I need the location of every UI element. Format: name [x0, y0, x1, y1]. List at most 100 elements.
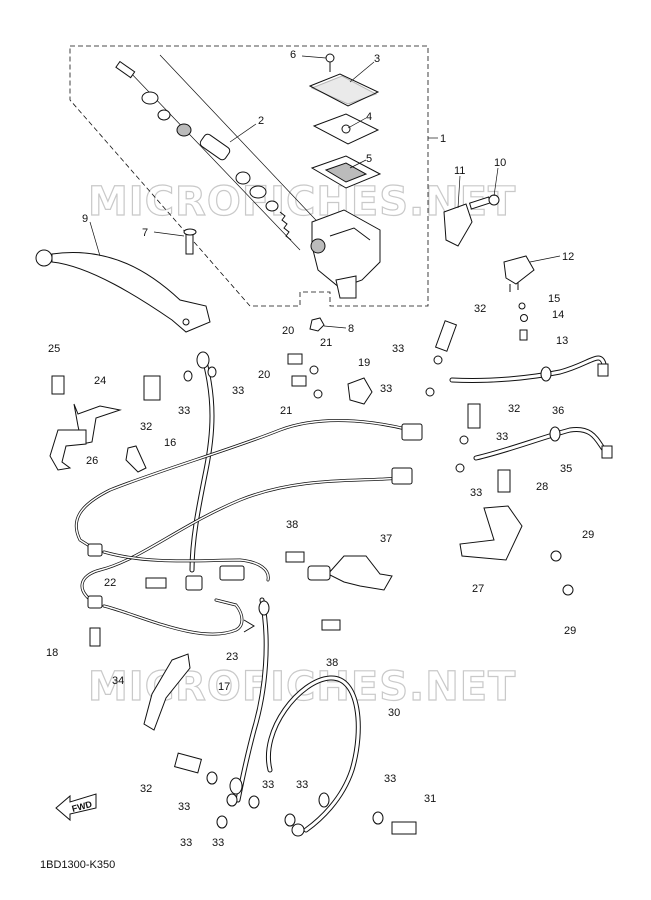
brake-hose-17[interactable] [229, 597, 270, 803]
brake-hose-16[interactable] [189, 351, 215, 573]
brake-hose-30[interactable] [266, 675, 361, 837]
callout-c35: 35 [560, 463, 572, 475]
reservoir-cap[interactable] [308, 73, 380, 107]
callout-c11: 11 [454, 165, 465, 177]
watermark-top: MICROFICHES.NET [88, 179, 516, 225]
callout-c14: 14 [552, 309, 564, 321]
callout-c29b: 29 [564, 625, 576, 637]
callout-c34: 34 [112, 675, 124, 687]
switch-nut[interactable] [520, 314, 528, 322]
stay-25[interactable] [49, 429, 87, 471]
bolt-29-lower[interactable] [562, 584, 574, 596]
callout-c30: 30 [388, 707, 400, 719]
union-bolt-32-d[interactable] [173, 752, 203, 774]
callout-c37: 37 [380, 533, 392, 545]
callout-c33f: 33 [232, 385, 244, 397]
callout-c26: 26 [86, 455, 98, 467]
brake-hose-36[interactable] [449, 355, 609, 384]
callout-c31: 31 [424, 793, 436, 805]
clip-23[interactable] [243, 619, 255, 633]
callout-c13: 13 [556, 335, 568, 347]
copper-washers[interactable] [183, 355, 469, 829]
callout-c8: 8 [348, 323, 354, 335]
bolt-38-upper[interactable] [285, 551, 305, 563]
union-bolt-32-a[interactable] [434, 320, 458, 352]
callout-c9: 9 [82, 213, 88, 225]
callout-c38b: 38 [326, 657, 338, 669]
washer-21-lower[interactable] [313, 389, 323, 399]
callout-c12: 12 [562, 251, 574, 263]
bolt-29-upper[interactable] [550, 550, 562, 562]
callout-c2: 2 [258, 115, 264, 127]
callout-c32b: 32 [140, 421, 152, 433]
callout-c33i: 33 [262, 779, 274, 791]
callout-c21b: 21 [280, 405, 292, 417]
callout-c3: 3 [374, 53, 380, 65]
diaphragm-plate[interactable] [312, 113, 380, 145]
bolt-28[interactable] [497, 469, 511, 493]
diaphragm[interactable] [310, 155, 382, 189]
callout-c28: 28 [536, 481, 548, 493]
bolt-18[interactable] [89, 627, 101, 647]
callout-c33b: 33 [380, 383, 392, 395]
brake-lever[interactable] [35, 249, 211, 333]
bolt-38-lower[interactable] [321, 619, 341, 631]
callout-c32a: 32 [474, 303, 486, 315]
callout-c32d: 32 [140, 783, 152, 795]
lever-pivot-nut[interactable] [309, 317, 325, 332]
callout-c23: 23 [226, 651, 238, 663]
callout-c25: 25 [48, 343, 60, 355]
callout-c1: 1 [440, 133, 446, 145]
callout-c33g: 33 [178, 801, 190, 813]
master-cylinder-assembly-outline [69, 45, 429, 307]
callout-c27: 27 [472, 583, 484, 595]
bolt-25[interactable] [51, 375, 65, 395]
callout-c33h: 33 [180, 837, 192, 849]
bolt-20-upper[interactable] [287, 353, 303, 365]
callout-c20a: 20 [282, 325, 294, 337]
callout-c22: 22 [104, 577, 116, 589]
union-bolt-32-b[interactable] [143, 375, 161, 401]
washer-21-upper[interactable] [309, 365, 319, 375]
lever-pivot-bolt[interactable] [183, 228, 197, 255]
brake-pipe-main[interactable] [74, 419, 423, 636]
switch-screw[interactable] [519, 329, 528, 341]
pipe-clamp-26[interactable] [125, 445, 147, 473]
bolt-20-lower[interactable] [291, 375, 307, 387]
joint-37[interactable] [307, 555, 393, 591]
union-bolt-32-c[interactable] [467, 403, 481, 429]
callout-c29a: 29 [582, 529, 594, 541]
callout-c7: 7 [142, 227, 148, 239]
hose-guide-bracket-19[interactable] [347, 377, 373, 405]
master-cylinder-holder-clamp[interactable] [443, 203, 473, 247]
callout-c33e: 33 [178, 405, 190, 417]
callout-c6: 6 [290, 49, 296, 61]
forward-direction-arrow: FWD [55, 793, 97, 822]
callout-c19: 19 [358, 357, 370, 369]
brake-hose-35[interactable] [473, 426, 613, 461]
switch-washer[interactable] [518, 302, 526, 310]
callout-c21a: 21 [320, 337, 332, 349]
callout-c38a: 38 [286, 519, 298, 531]
callout-c33k: 33 [296, 779, 308, 791]
master-cylinder-piston-kit[interactable] [115, 54, 331, 251]
master-cylinder-body[interactable] [310, 209, 381, 299]
callout-c33a: 33 [392, 343, 404, 355]
callout-c5: 5 [366, 153, 372, 165]
callout-c16: 16 [164, 437, 176, 449]
bracket-34[interactable] [143, 653, 191, 731]
callout-c33d: 33 [470, 487, 482, 499]
callout-c4: 4 [366, 111, 372, 123]
callout-c15: 15 [548, 293, 560, 305]
callout-c18: 18 [46, 647, 58, 659]
bolt-22[interactable] [145, 577, 167, 589]
union-bolt-31[interactable] [391, 821, 417, 835]
callout-c10: 10 [494, 157, 506, 169]
callout-c17: 17 [218, 681, 230, 693]
bracket-27[interactable] [459, 505, 523, 561]
brake-light-switch[interactable] [503, 255, 535, 292]
reservoir-cap-screw[interactable] [325, 53, 335, 72]
callout-c33l: 33 [384, 773, 396, 785]
callout-leader-lines [89, 55, 561, 329]
